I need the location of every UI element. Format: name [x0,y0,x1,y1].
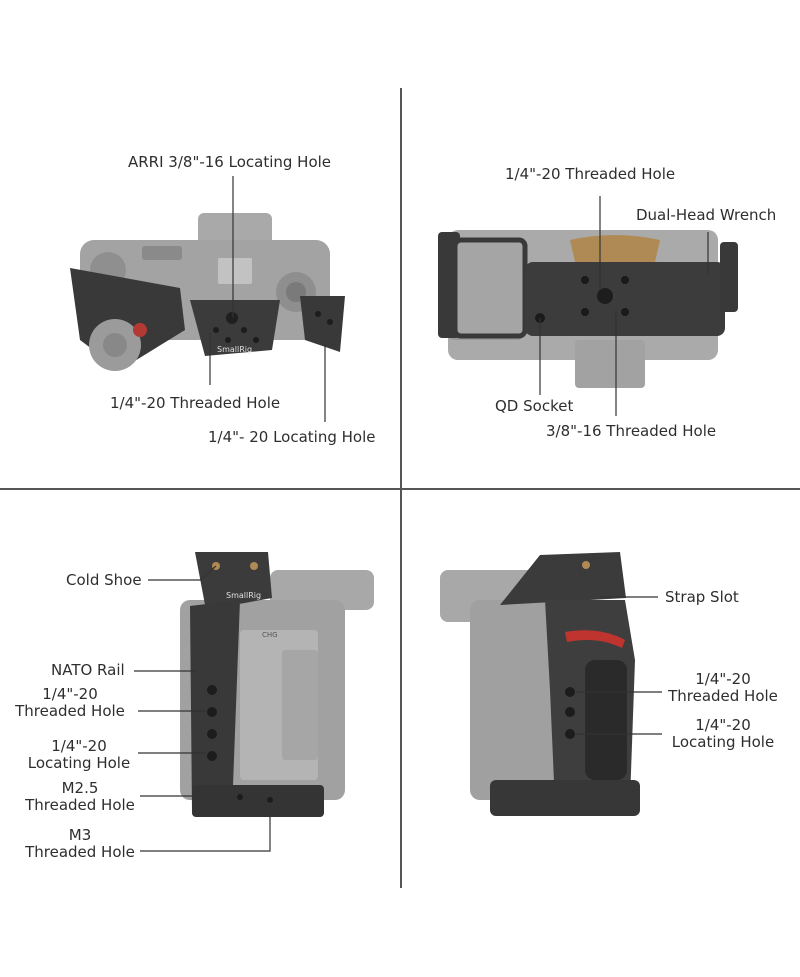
locating-hole-label-right: 1/4"-20 Locating Hole [664,717,782,751]
locating-hole-label-left-line2: Locating Hole [27,754,131,772]
strap-slot-label: Strap Slot [665,588,739,606]
chg-mark-left: CHG [262,631,278,639]
nato-rail-label: NATO Rail [51,661,125,679]
threaded-hole-label-left: 1/4"-20 Threaded Hole [12,686,128,720]
threaded-hole-label-right-line1: 1/4"-20 [695,670,751,688]
m25-threaded-hole-label-line1: M2.5 [61,779,99,797]
m3-threaded-hole-label-line1: M3 [68,826,92,844]
m25-threaded-hole-label: M2.5 Threaded Hole [22,780,138,814]
locating-hole-label-right-line2: Locating Hole [671,733,775,751]
top-view-cage [70,268,345,371]
locating-hole-label-left: 1/4"-20 Locating Hole [22,738,136,772]
brand-mark-left: SmallRig [226,591,262,600]
vertical-divider-bottom [400,490,402,888]
cold-shoe-label: Cold Shoe [66,571,142,589]
horizontal-divider [0,488,800,490]
locating-hole-label-top: 1/4"- 20 Locating Hole [208,428,376,446]
threaded-hole-label-right: 1/4"-20 Threaded Hole [664,671,782,705]
bottom-view-cage [438,232,738,339]
threaded-hole-label-bottom-view: 1/4"-20 Threaded Hole [505,165,676,183]
brand-mark-top: SmallRig [217,345,253,354]
m3-threaded-hole-label: M3 Threaded Hole [22,827,138,861]
threaded-hole-label-right-line2: Threaded Hole [668,687,778,705]
locating-hole-label-left-line1: 1/4"-20 [51,737,107,755]
threaded-38-hole-label: 3/8"-16 Threaded Hole [546,422,717,440]
m3-threaded-hole-label-line2: Threaded Hole [25,843,135,861]
threaded-hole-label-left-line2: Threaded Hole [15,702,125,720]
threaded-hole-label-top: 1/4"-20 Threaded Hole [110,394,281,412]
locating-hole-label-right-line1: 1/4"-20 [695,716,751,734]
threaded-hole-label-left-line1: 1/4"-20 [42,685,98,703]
dual-head-wrench-label: Dual-Head Wrench [636,206,777,224]
m25-threaded-hole-label-line2: Threaded Hole [25,796,135,814]
qd-socket-label: QD Socket [495,397,574,415]
arri-locating-hole-label: ARRI 3/8"-16 Locating Hole [128,153,332,171]
right-view-cage [490,552,640,816]
vertical-divider-top [400,88,402,490]
